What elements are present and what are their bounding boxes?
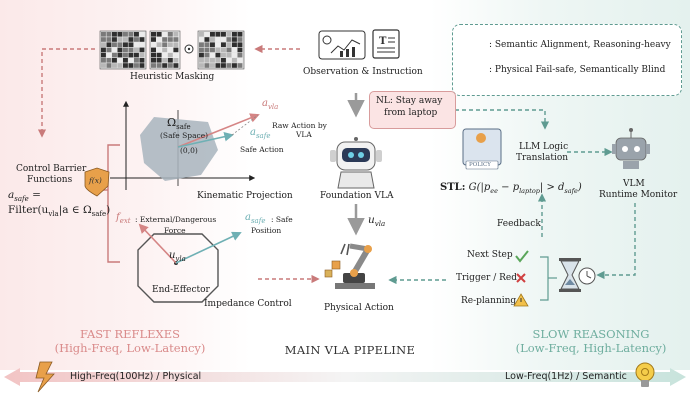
a-safe-proj-label: asafe bbox=[250, 127, 271, 140]
position-label: Position bbox=[251, 226, 282, 235]
nl-instruction-box bbox=[369, 91, 456, 129]
svg-text:T: T bbox=[379, 36, 387, 47]
foundation-vla-label: Foundation VLA bbox=[320, 191, 394, 201]
llm-label-2: Translation bbox=[516, 153, 569, 163]
shield-icon bbox=[84, 167, 110, 197]
kinematic-projection-label: Kinematic Projection bbox=[197, 191, 293, 201]
cbf-label-1: Control Barrier bbox=[16, 164, 87, 174]
feedback-label: Feedback bbox=[497, 219, 541, 229]
cbf-bracket bbox=[107, 144, 120, 263]
fx-icon-text: f(x) bbox=[89, 176, 102, 185]
kinematic-projection-chart bbox=[110, 100, 260, 190]
physical-action-robot-arm-icon bbox=[324, 243, 375, 289]
heuristic-mask-grid-1 bbox=[99, 30, 147, 70]
lightning-icon bbox=[35, 361, 55, 393]
low-freq-label: Low-Freq(1Hz) / Semantic bbox=[505, 371, 627, 382]
check-icon bbox=[515, 250, 529, 263]
arrow-mask-to-cbf bbox=[37, 48, 95, 138]
end-effector-octagon bbox=[137, 233, 219, 303]
f-ext-symbol: fext bbox=[116, 212, 131, 225]
raw-action-label-2: VLA bbox=[296, 130, 312, 139]
legend-physical-label: : Physical Fail-safe, Semantically Blind bbox=[489, 65, 666, 75]
vlm-monitor-robot-icon bbox=[612, 128, 650, 169]
a-vla-label: avla bbox=[262, 98, 279, 111]
safe-space-region bbox=[140, 117, 218, 181]
legend-semantic-label: : Semantic Alignment, Reasoning-heavy bbox=[489, 40, 671, 50]
foundation-vla-robot-icon bbox=[330, 137, 382, 189]
force-label: Force bbox=[164, 226, 186, 235]
vlm-label-1: VLM bbox=[623, 179, 645, 189]
cross-icon bbox=[516, 273, 526, 283]
safe-action-vector bbox=[177, 131, 234, 148]
llm-label-1: LLM Logic bbox=[519, 142, 569, 152]
policy-label: POLICY bbox=[469, 162, 491, 168]
cbf-filter-equation: Filter(uvla|a ∈ Ωsafe) bbox=[8, 204, 111, 219]
cbf-a-safe: asafe = bbox=[8, 189, 41, 204]
safe-space-label: (Safe Space) bbox=[160, 131, 209, 140]
slow-reasoning-heading: SLOW REASONING(Low-Freq, High-Latency) bbox=[515, 327, 667, 355]
main-pipeline-heading: MAIN VLA PIPELINE bbox=[284, 343, 416, 357]
u-vla-imp-symbol: uvla bbox=[169, 250, 186, 263]
omega-safe-label: Ωsafe bbox=[167, 116, 191, 132]
raw-action-vector bbox=[177, 113, 260, 148]
cbf-label-2: Functions bbox=[27, 175, 73, 185]
trigger-label: Trigger / Red bbox=[456, 273, 517, 283]
fast-reflexes-heading: FAST REFLEXES(High-Freq, Low-Latency) bbox=[54, 327, 206, 355]
clock-icon bbox=[578, 267, 596, 285]
heuristic-masking-label: Heuristic Masking bbox=[130, 72, 215, 82]
raw-action-label-1: Raw Action by bbox=[272, 121, 327, 130]
u-vla-center: uvla bbox=[368, 214, 386, 229]
end-effector-label: End-Effector bbox=[152, 285, 210, 295]
physical-action-label: Physical Action bbox=[324, 303, 394, 313]
stl-formula: STL: G(|pee − plaptop| > dsafe) bbox=[440, 182, 582, 195]
arrow-vlm-to-hourglass bbox=[596, 203, 636, 280]
status-bracket bbox=[540, 256, 549, 301]
safe-label: : Safe bbox=[271, 215, 293, 224]
nl-line-2: from laptop bbox=[384, 108, 438, 118]
heuristic-mask-grid-2 bbox=[149, 30, 181, 70]
heuristic-mask-grid-3 bbox=[197, 30, 245, 70]
nl-line-1: NL: Stay away bbox=[376, 96, 443, 106]
lightbulb-icon bbox=[635, 362, 655, 387]
impedance-control-label: Impedance Control bbox=[204, 299, 292, 309]
impedance-control-diagram bbox=[137, 223, 242, 303]
observation-icons: T bbox=[318, 29, 400, 60]
frequency-spectrum-arrow bbox=[4, 368, 686, 386]
next-step-label: Next Step bbox=[467, 250, 513, 260]
safe-action-label: Safe Action bbox=[240, 145, 284, 154]
high-freq-label: High-Freq(100Hz) / Physical bbox=[70, 371, 202, 382]
observation-instruction-label: Observation & Instruction bbox=[303, 67, 423, 77]
vlm-label-2: Runtime Monitor bbox=[599, 190, 678, 200]
warning-icon bbox=[513, 293, 529, 307]
hourglass-icon bbox=[559, 258, 581, 292]
external-force-vector bbox=[138, 223, 177, 264]
legend-box bbox=[452, 24, 682, 96]
f-ext-label: : External/Dangerous bbox=[135, 215, 217, 224]
replanning-label: Re-planning bbox=[461, 296, 517, 306]
a-safe-imp-symbol: asafe bbox=[245, 212, 266, 225]
policy-document-icon bbox=[462, 128, 502, 170]
origin-label: (0,0) bbox=[180, 146, 198, 155]
arrow-nl-to-llm bbox=[455, 109, 550, 130]
safe-position-vector bbox=[175, 231, 242, 264]
